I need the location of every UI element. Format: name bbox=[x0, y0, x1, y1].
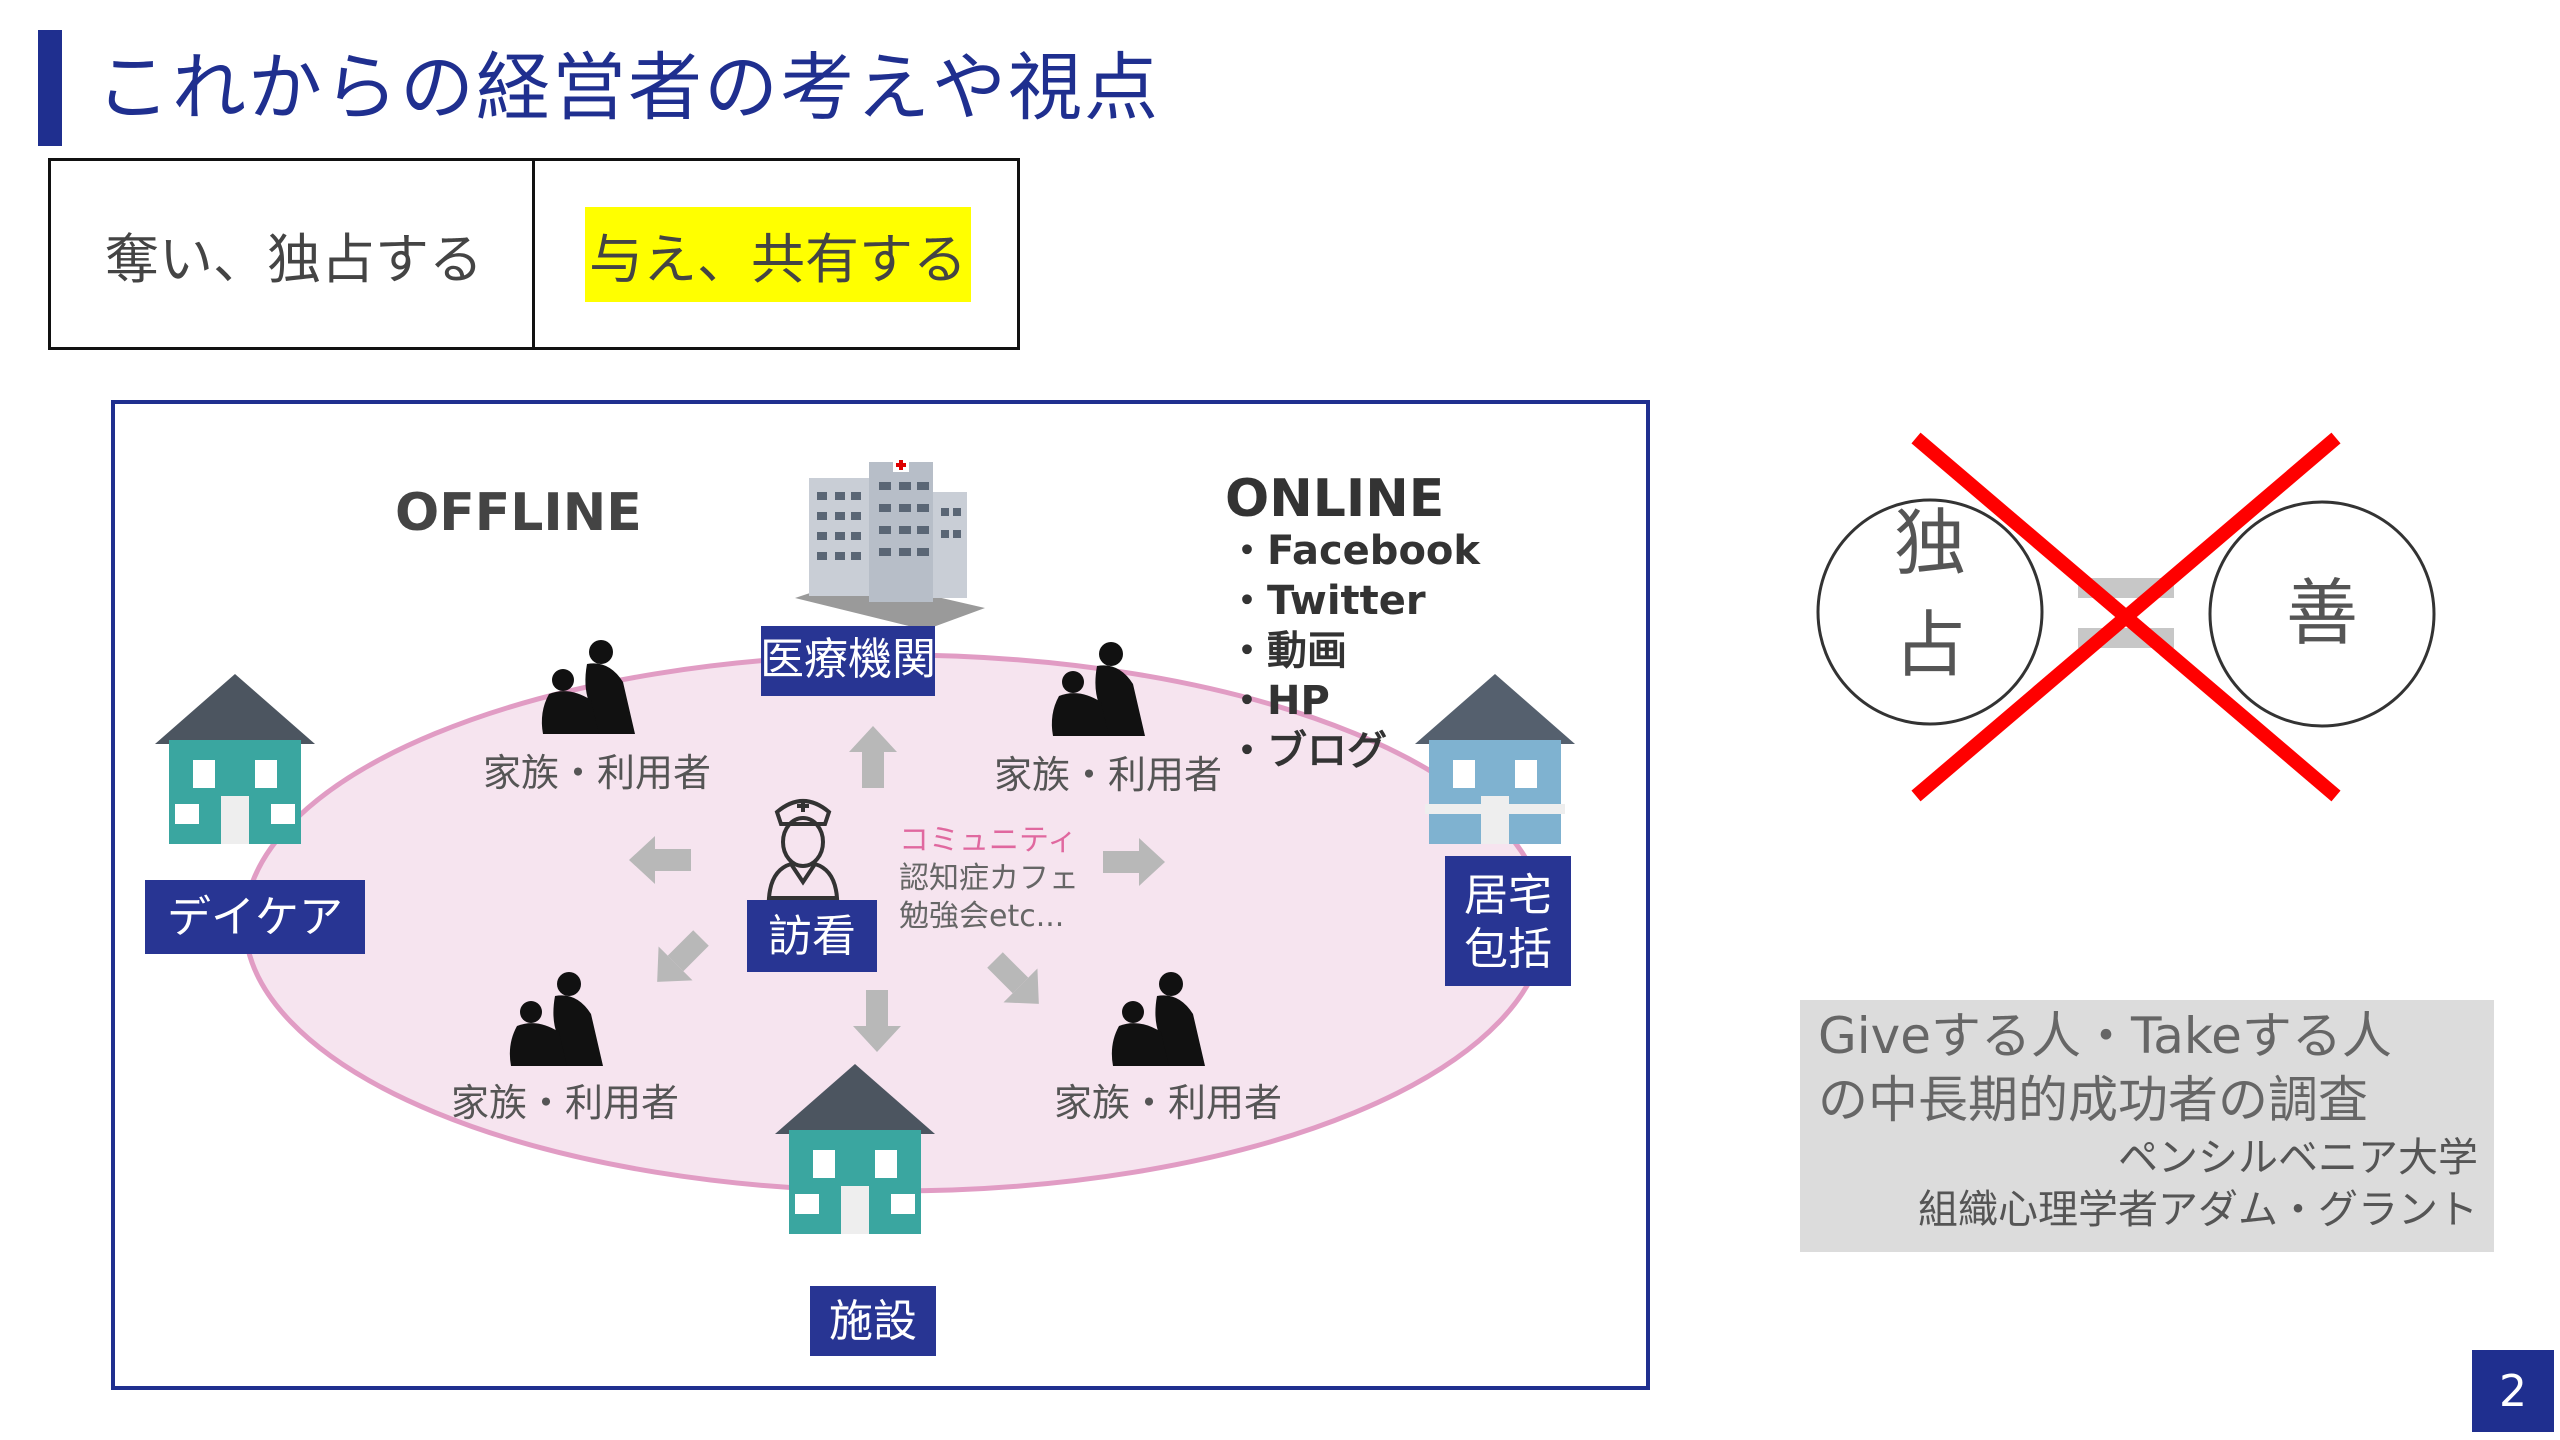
page-number: 2 bbox=[2472, 1350, 2554, 1432]
family-users-label: 家族・利用者 bbox=[451, 1081, 679, 1125]
house-icon bbox=[155, 674, 315, 844]
give-take-source: ペンシルベニア大学 組織心理学者アダム・グラント bbox=[1818, 1132, 2478, 1236]
hospital-building-icon bbox=[795, 458, 985, 630]
crossed-equation: 独 占 善 bbox=[1816, 432, 2436, 802]
community-diagram: OFFLINE ONLINE ・Facebook ・Twitter ・動画 ・H… bbox=[111, 400, 1650, 1390]
right-circle bbox=[2208, 500, 2436, 728]
give-take-box bbox=[1800, 1000, 2494, 1252]
daycare-label-box bbox=[145, 880, 365, 954]
comparison-left-text: 奪い、独占する bbox=[105, 227, 483, 291]
home-support-label-box bbox=[1445, 856, 1571, 986]
comparison-table: 奪い、独占する 与え、共有する bbox=[48, 158, 1020, 350]
online-item: ・Twitter bbox=[1227, 578, 1426, 624]
nurse-icon bbox=[766, 799, 840, 900]
caregiver-silhouette-icon bbox=[541, 640, 635, 734]
left-circle-char: 独 bbox=[1894, 501, 1966, 585]
community-item: 認知症カフェ bbox=[899, 861, 1079, 896]
community-item: 勉強会etc... bbox=[899, 899, 1064, 934]
offline-label: OFFLINE bbox=[395, 483, 642, 543]
online-item: ・ブログ bbox=[1227, 728, 1387, 774]
give-take-source-line: ペンシルベニア大学 bbox=[2118, 1135, 2478, 1181]
family-users-label: 家族・利用者 bbox=[1054, 1081, 1282, 1125]
online-item: ・動画 bbox=[1227, 628, 1347, 674]
online-label: ONLINE bbox=[1225, 469, 1444, 529]
left-circle bbox=[1816, 498, 2044, 726]
medical-label-box bbox=[761, 626, 935, 696]
title-accent-bar bbox=[38, 30, 62, 146]
family-users-label: 家族・利用者 bbox=[994, 753, 1222, 797]
nurse-label-box bbox=[747, 900, 877, 972]
medical-label: 医療機関 bbox=[760, 634, 936, 685]
daycare-label: デイケア bbox=[167, 892, 343, 943]
right-circle-char: 善 bbox=[2286, 571, 2358, 655]
comparison-left: 奪い、独占する bbox=[51, 161, 535, 347]
online-item: ・HP bbox=[1227, 678, 1330, 724]
give-take-title-line: の中長期的成功者の調査 bbox=[1818, 1071, 2368, 1129]
comparison-right-highlight: 与え、共有する bbox=[585, 206, 971, 302]
left-circle-char: 占 bbox=[1894, 603, 1966, 687]
online-item: ・Facebook bbox=[1227, 528, 1481, 574]
nurse-label: 訪看 bbox=[768, 911, 856, 962]
give-take-source-line: 組織心理学者アダム・グラント bbox=[1918, 1187, 2478, 1233]
community-label: コミュニティ bbox=[899, 823, 1077, 858]
house-icon bbox=[1415, 674, 1575, 844]
home-support-label: 包括 bbox=[1464, 924, 1552, 975]
give-take-title-line: Giveする人・Takeする人 bbox=[1818, 1007, 2392, 1065]
diagram-canvas: OFFLINE ONLINE ・Facebook ・Twitter ・動画 ・H… bbox=[145, 458, 1575, 1356]
give-take-title: Giveする人・Takeする人 の中長期的成功者の調査 bbox=[1818, 1004, 2478, 1132]
comparison-right: 与え、共有する bbox=[535, 161, 1017, 347]
page-title: これからの経営者の考えや視点 bbox=[96, 45, 1160, 131]
caregiver-silhouette-icon bbox=[1051, 642, 1145, 736]
facility-label: 施設 bbox=[829, 1296, 917, 1347]
home-support-label: 居宅 bbox=[1464, 870, 1552, 921]
online-list: ・Facebook ・Twitter ・動画 ・HP ・ブログ bbox=[1227, 528, 1481, 774]
family-users-label: 家族・利用者 bbox=[483, 751, 711, 795]
facility-label-box bbox=[810, 1286, 936, 1356]
cross-line bbox=[1911, 432, 2341, 802]
